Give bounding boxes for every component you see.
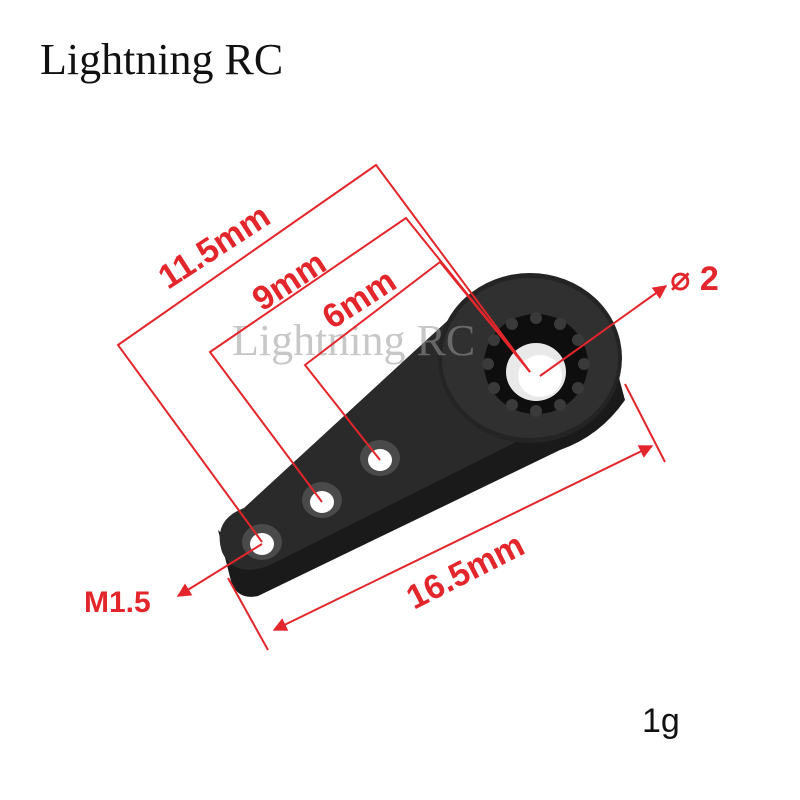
watermark: Lightning RC	[232, 316, 475, 365]
dim-line-inner	[303, 260, 531, 461]
dim-ext-right	[624, 383, 666, 463]
dim-ext-left	[227, 577, 269, 651]
horn-hole-middle	[302, 482, 342, 518]
label-16-5mm: 16.5mm	[400, 526, 530, 617]
dim-line-outer	[116, 163, 531, 543]
weight-label: 1g	[642, 702, 680, 740]
dim-line-thread	[176, 543, 263, 597]
dim-line-length	[272, 445, 654, 631]
label-m1-5: M1.5	[84, 586, 151, 619]
brand-title: Lightning RC	[40, 35, 284, 84]
dim-line-bore	[539, 285, 668, 377]
horn-hole-inner	[360, 440, 400, 476]
label-bore-diameter: ⌀ 2	[670, 260, 719, 298]
